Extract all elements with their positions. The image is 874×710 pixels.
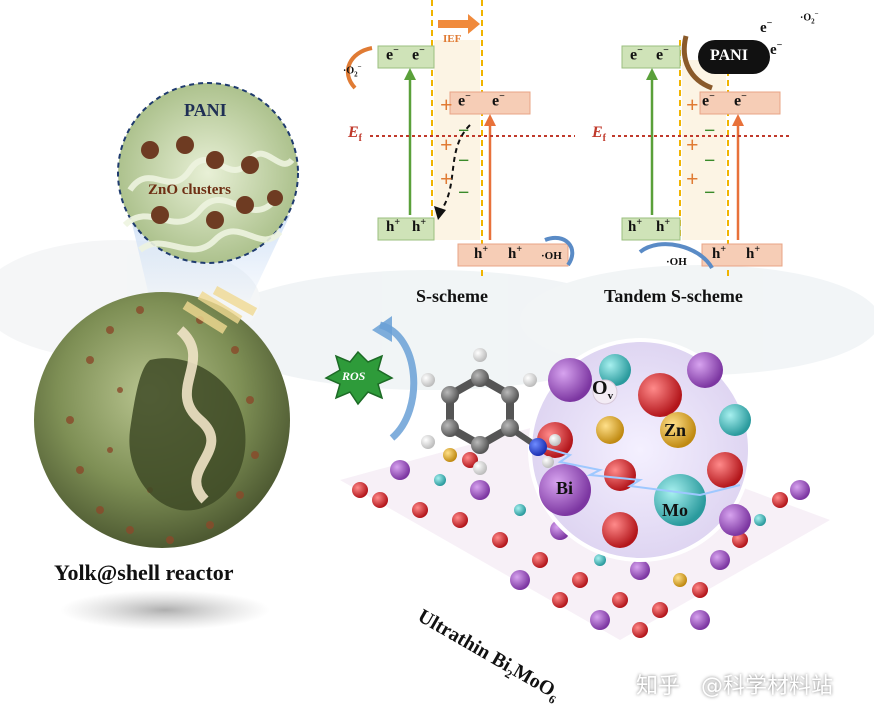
lattice-slab bbox=[340, 338, 830, 640]
pani-pill bbox=[698, 40, 770, 74]
vb-right bbox=[457, 243, 569, 267]
s-plus-2: + bbox=[440, 132, 453, 157]
s-electron-2: e− bbox=[412, 45, 425, 64]
cb-left bbox=[377, 45, 435, 69]
t-hole-3: h+ bbox=[712, 244, 727, 262]
s-minus-1: − bbox=[458, 120, 470, 142]
s-hole-2: h+ bbox=[412, 217, 427, 235]
t-hydroxyl: ·OH bbox=[666, 256, 687, 268]
t-minus-3: − bbox=[704, 182, 716, 204]
watermark-at: @ bbox=[701, 674, 724, 699]
s-plus-3: + bbox=[440, 166, 453, 191]
sphere-shadow bbox=[60, 590, 270, 630]
yolk-shell-sphere bbox=[34, 215, 290, 630]
t-plus-2: + bbox=[686, 132, 699, 157]
t-hole-4: h+ bbox=[746, 244, 761, 262]
lattice-atoms bbox=[352, 448, 810, 638]
oxygen-vacancy bbox=[592, 379, 618, 405]
s-hydroxyl: ·OH bbox=[541, 250, 562, 262]
vb-left bbox=[377, 217, 435, 241]
aniline-molecule bbox=[421, 348, 561, 475]
t-minus-2: − bbox=[704, 150, 716, 172]
ief-label: IEF bbox=[443, 33, 462, 45]
t-electron-1: e− bbox=[630, 45, 643, 64]
t-superoxide: ·O2− bbox=[800, 10, 819, 26]
tandem-pani-label: PANI bbox=[710, 47, 748, 64]
t-electron-4: e− bbox=[734, 91, 747, 110]
watermark: 知乎 @科学材料站 bbox=[636, 668, 833, 700]
s-hole-4: h+ bbox=[508, 244, 523, 262]
t-electron-2: e− bbox=[656, 45, 669, 64]
zno-clusters-label: ZnO clusters bbox=[148, 182, 231, 198]
t-hole-1: h+ bbox=[628, 217, 643, 235]
t-plus-1: + bbox=[686, 92, 699, 117]
tandem-s-scheme-diagram bbox=[612, 35, 790, 280]
s-electron-3: e− bbox=[458, 91, 471, 110]
s-plus-1: + bbox=[440, 92, 453, 117]
s-hole-3: h+ bbox=[474, 244, 489, 262]
t-minus-1: − bbox=[704, 120, 716, 142]
ief-arrow bbox=[438, 14, 480, 34]
zno-particles bbox=[141, 136, 283, 229]
s-fermi-label: Ef bbox=[348, 124, 363, 145]
mo-label: Mo bbox=[662, 500, 688, 520]
t-fermi-label: Ef bbox=[592, 124, 607, 145]
pani-inset-label: PANI bbox=[184, 100, 227, 120]
watermark-site: 科学材料站 bbox=[723, 674, 834, 699]
t-plus-3: + bbox=[686, 166, 699, 191]
t-electron-5: e− bbox=[760, 18, 773, 36]
s-minus-2: − bbox=[458, 150, 470, 172]
tandem-caption: Tandem S-scheme bbox=[604, 286, 743, 306]
s-scheme-caption: S-scheme bbox=[416, 286, 488, 306]
pani-inset bbox=[117, 82, 299, 264]
t-hole-2: h+ bbox=[656, 217, 671, 235]
s-minus-3: − bbox=[458, 182, 470, 204]
s-superoxide: ·O2− bbox=[343, 63, 362, 79]
s-hole-1: h+ bbox=[386, 217, 401, 235]
t-electron-3: e− bbox=[702, 91, 715, 110]
ros-label: ROS bbox=[342, 369, 366, 383]
yolk-shell-caption: Yolk@shell reactor bbox=[54, 560, 234, 585]
lightning-bolt bbox=[534, 444, 741, 497]
ov-label: Ov bbox=[592, 377, 614, 402]
zn-label: Zn bbox=[664, 420, 687, 440]
watermark-zhihu: 知乎 bbox=[636, 674, 681, 699]
s-electron-1: e− bbox=[386, 45, 399, 64]
bi-label: Bi bbox=[556, 478, 574, 498]
s-electron-4: e− bbox=[492, 91, 505, 110]
s-scheme-diagram bbox=[345, 0, 575, 280]
ros-badge bbox=[324, 316, 418, 441]
t-electron-6: e− bbox=[770, 40, 783, 58]
